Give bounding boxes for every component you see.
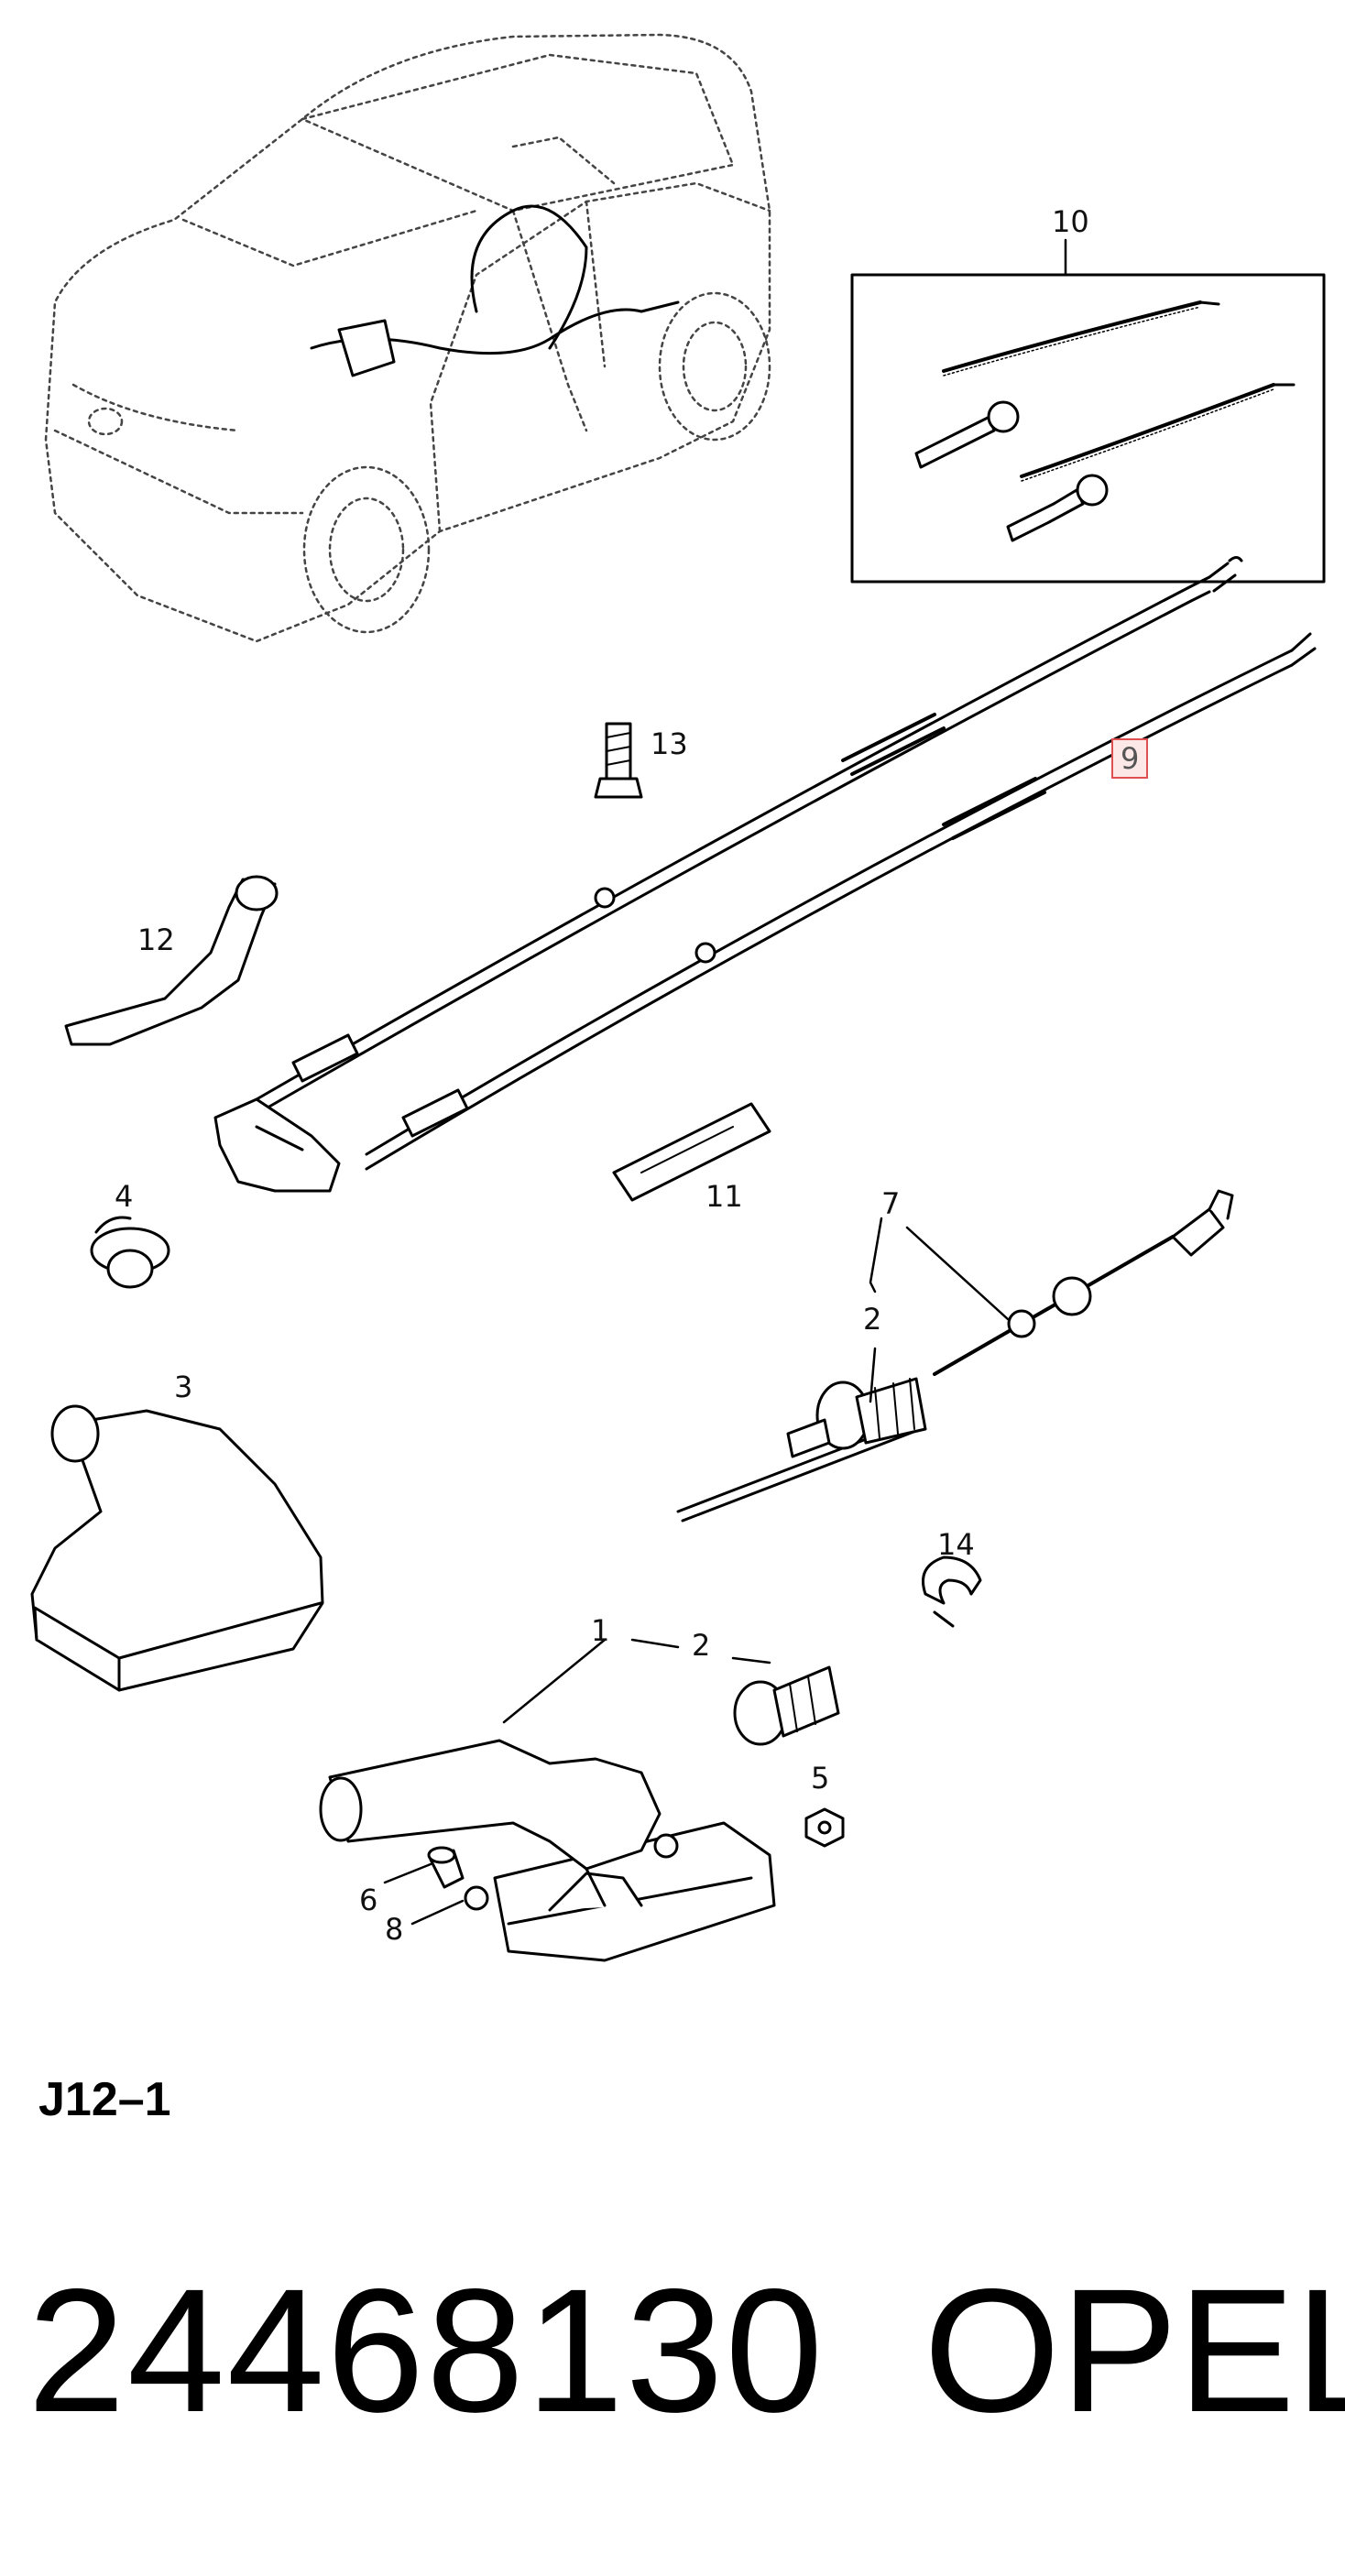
callout-12: 12 (137, 922, 175, 957)
callout-1: 1 (591, 1613, 610, 1648)
leader-lines (383, 238, 1067, 1926)
callout-11: 11 (705, 1179, 743, 1214)
callout-2-upper: 2 (863, 1302, 882, 1337)
callout-5: 5 (811, 1761, 830, 1796)
part-13-bolt (594, 722, 643, 799)
callout-14: 14 (937, 1527, 975, 1562)
part-4-grommet (90, 1216, 170, 1289)
part-number: 24468130 (27, 2252, 826, 2449)
callout-3: 3 (174, 1370, 193, 1404)
callout-10: 10 (1052, 204, 1089, 239)
part-12-bracket (64, 875, 279, 1046)
equalizer-bracket (213, 1097, 341, 1193)
part-10-box (850, 273, 1326, 584)
callout-7: 7 (881, 1186, 901, 1221)
car-lever-mount (337, 319, 396, 377)
brand-name: OPEL (924, 2252, 1345, 2449)
callout-8: 8 (385, 1912, 404, 1947)
part-3-cover (30, 1404, 324, 1692)
part-7-cable (676, 1189, 1234, 1523)
part-2-boot (815, 1377, 927, 1450)
part-2-lower-boot (733, 1665, 840, 1746)
diagram-reference: J12–1 (38, 2073, 171, 2126)
part-6-cap (427, 1846, 465, 1889)
part-11-clip (612, 1102, 771, 1202)
callout-9[interactable]: 9 (1111, 738, 1149, 779)
callout-6: 6 (359, 1883, 378, 1917)
part-8-nut (464, 1885, 489, 1911)
part-14-clip (922, 1555, 982, 1628)
parts-diagram (30, 33, 1326, 1962)
part-5-nut (804, 1807, 845, 1848)
part-1-lever (319, 1739, 776, 1962)
callout-4: 4 (115, 1179, 134, 1214)
brake-cables (255, 556, 1317, 1171)
car-outline (44, 33, 771, 643)
callout-2-lower: 2 (692, 1628, 711, 1663)
callout-13: 13 (651, 726, 688, 761)
